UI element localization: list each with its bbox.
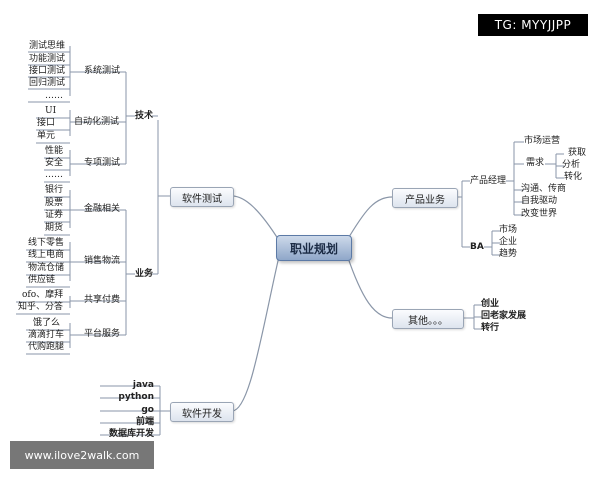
leaf-finance-2[interactable]: 证券	[45, 210, 64, 220]
branch-product-business[interactable]: 产品业务	[392, 188, 458, 208]
node-tech[interactable]: 技术	[135, 111, 154, 121]
node-sharing[interactable]: 共享付费	[84, 295, 121, 305]
leaf-finance-3[interactable]: 期货	[45, 223, 64, 233]
node-ba[interactable]: BA	[470, 242, 484, 252]
leaf-special-1[interactable]: 安全	[45, 158, 64, 168]
leaf-sharing-0[interactable]: ofo、摩拜	[22, 290, 64, 300]
branch-software-testing[interactable]: 软件测试	[170, 187, 234, 207]
leaf-auto-0[interactable]: UI	[45, 106, 57, 116]
watermark-url: www.ilove2walk.com	[10, 441, 154, 469]
connector-curve	[231, 251, 281, 412]
leaf-auto-2[interactable]: 单元	[37, 131, 56, 141]
leaf-pm-communication[interactable]: 沟通、传商	[521, 184, 567, 194]
leaf-platform-1[interactable]: 滴滴打车	[28, 330, 65, 340]
leaf-demand-1[interactable]: 分析	[562, 160, 581, 170]
leaf-ba-2[interactable]: 趋势	[499, 249, 518, 259]
leaf-finance-1[interactable]: 股票	[45, 198, 64, 208]
leaf-pm-self-drive[interactable]: 自我驱动	[521, 196, 558, 206]
leaf-platform-2[interactable]: 代购跑腿	[28, 342, 65, 352]
connector-curve	[231, 195, 281, 243]
leaf-finance-0[interactable]: 银行	[45, 185, 64, 195]
node-special-test[interactable]: 专项测试	[84, 158, 121, 168]
leaf-retail-3[interactable]: 供应链	[28, 275, 56, 285]
leaf-retail-1[interactable]: 线上电商	[28, 250, 65, 260]
leaf-auto-1[interactable]: 接口	[37, 118, 56, 128]
leaf-system-3[interactable]: 回归测试	[29, 78, 66, 88]
leaf-special-2[interactable]: ……	[45, 170, 63, 180]
node-finance[interactable]: 金融相关	[84, 204, 121, 214]
leaf-demand-0[interactable]: 获取	[568, 148, 587, 158]
connector-curve	[345, 251, 393, 319]
leaf-retail-0[interactable]: 线下零售	[28, 238, 65, 248]
leaf-system-4[interactable]: ……	[45, 91, 63, 101]
leaf-other-1[interactable]: 回老家发展	[481, 311, 527, 321]
leaf-retail-2[interactable]: 物流仓储	[28, 263, 65, 273]
leaf-sharing-1[interactable]: 知乎、分答	[18, 302, 64, 312]
node-auto-test[interactable]: 自动化测试	[74, 117, 120, 127]
leaf-system-2[interactable]: 接口测试	[29, 66, 66, 76]
node-demand[interactable]: 需求	[526, 158, 545, 168]
node-product-manager[interactable]: 产品经理	[470, 176, 507, 186]
leaf-ba-0[interactable]: 市场	[499, 225, 518, 235]
leaf-dev-4[interactable]: 数据库开发	[108, 429, 154, 439]
branch-software-dev[interactable]: 软件开发	[170, 402, 234, 422]
leaf-dev-0[interactable]: java	[132, 380, 154, 390]
leaf-system-0[interactable]: 测试思维	[29, 41, 66, 51]
leaf-system-1[interactable]: 功能测试	[29, 54, 66, 64]
node-system-test[interactable]: 系统测试	[84, 66, 121, 76]
node-retail[interactable]: 销售物流	[84, 256, 121, 266]
leaf-demand-2[interactable]: 转化	[564, 172, 583, 182]
leaf-dev-1[interactable]: python	[118, 392, 154, 402]
leaf-special-0[interactable]: 性能	[45, 146, 64, 156]
leaf-pm-change-world[interactable]: 改变世界	[521, 209, 558, 219]
connector-curve	[345, 196, 393, 243]
root-node[interactable]: 职业规划	[276, 235, 352, 261]
watermark-tg: TG: MYYJJPP	[478, 14, 588, 36]
branch-other[interactable]: 其他。。。	[392, 309, 464, 329]
leaf-dev-3[interactable]: 前端	[135, 417, 154, 427]
leaf-other-0[interactable]: 创业	[481, 299, 500, 309]
leaf-pm-market-ops[interactable]: 市场运营	[524, 136, 561, 146]
leaf-ba-1[interactable]: 企业	[499, 237, 518, 247]
node-platform[interactable]: 平台服务	[84, 329, 121, 339]
node-business[interactable]: 业务	[135, 269, 154, 279]
leaf-platform-0[interactable]: 饿了么	[33, 318, 61, 328]
leaf-dev-2[interactable]: go	[141, 405, 154, 415]
leaf-other-2[interactable]: 转行	[481, 323, 500, 333]
